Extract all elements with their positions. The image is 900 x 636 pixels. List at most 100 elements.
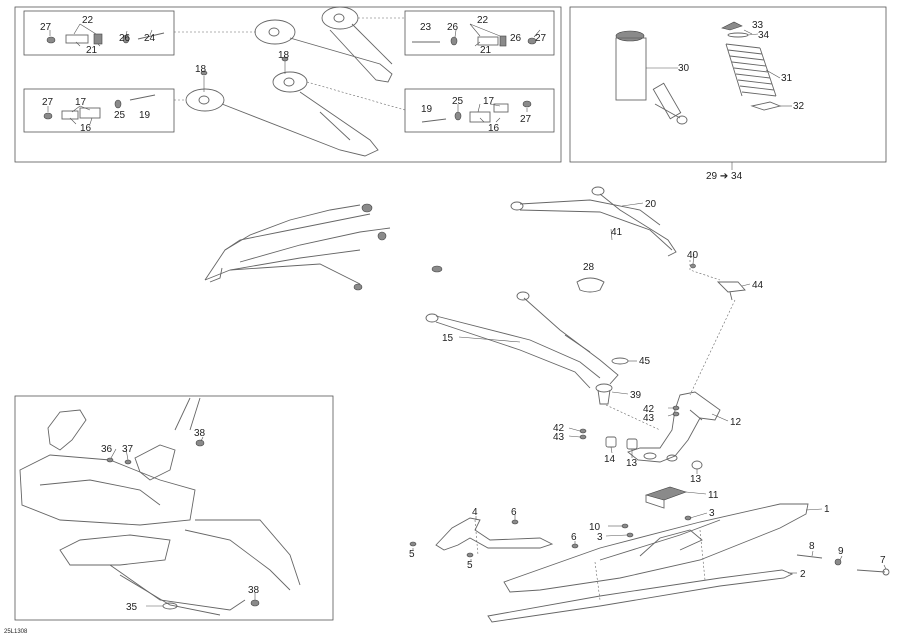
upper-a-arm: [510, 186, 677, 257]
callout-c7: 7: [880, 555, 886, 566]
callout-c10: 10: [589, 522, 601, 533]
callout-c31: 31: [781, 73, 793, 84]
callout-c12: 12: [730, 417, 742, 428]
diagram-code: 25L1308: [4, 629, 28, 635]
callout-c1: 1: [824, 504, 830, 515]
callouts: 22 27 26 24 21 23 26 22 26 27 21 18 18 2…: [4, 15, 886, 635]
callout-c34: 34: [758, 30, 770, 41]
callout-c3a: 3: [597, 532, 603, 543]
callout-c3b: 3: [709, 508, 715, 519]
callout-c11: 11: [708, 490, 719, 501]
callout-c26c: 26: [510, 33, 522, 44]
callout-c16b: 16: [488, 123, 500, 134]
callout-c17b: 17: [483, 96, 495, 107]
lower-a-arm: [425, 291, 619, 389]
callout-c35: 35: [126, 602, 138, 613]
item-40: [690, 263, 696, 269]
hardware-set-4: [421, 100, 532, 123]
bushing-14: [605, 436, 617, 448]
callout-c20: 20: [645, 199, 657, 210]
callout-c38a: 38: [194, 428, 206, 439]
bushing-13a: [626, 438, 638, 450]
ski-runner-2: [487, 569, 794, 623]
callout-c37: 37: [122, 444, 134, 455]
callout-c39: 39: [630, 390, 642, 401]
hardware-set-1: [46, 32, 165, 45]
frame-assembly-view: [14, 395, 334, 621]
callout-c27d: 27: [520, 114, 532, 125]
frame-shock: [569, 6, 887, 163]
bushing-13b: [691, 460, 703, 470]
callout-c8: 8: [809, 541, 815, 552]
callout-c21b: 21: [480, 45, 492, 56]
ski-pad-11: [644, 486, 687, 509]
callout-c21a: 21: [86, 45, 98, 56]
ring-45: [611, 357, 629, 365]
inset-box-2: [404, 10, 555, 56]
item-43a: [579, 434, 587, 440]
callout-c26b: 26: [447, 22, 459, 33]
callout-c40: 40: [687, 250, 699, 261]
callout-c4: 4: [472, 507, 478, 518]
spindle-dash: [689, 299, 736, 396]
item-6a: [511, 519, 519, 525]
callout-c43a: 43: [553, 432, 565, 443]
callout-c22b: 22: [477, 15, 489, 26]
callout-c17a: 17: [75, 97, 87, 108]
callout-c13b: 13: [690, 474, 702, 485]
callout-c42a: 42: [553, 423, 565, 434]
callout-c32: 32: [793, 101, 805, 112]
callout-c28: 28: [583, 262, 595, 273]
callout-c5b: 5: [467, 560, 473, 571]
item-9: [834, 558, 842, 566]
callout-c19b: 19: [421, 104, 433, 115]
upper-a-arm-sketch: [174, 6, 405, 83]
spindle: [627, 391, 721, 463]
callout-c42b: 42: [643, 404, 655, 415]
callout-c5a: 5: [409, 549, 415, 560]
callout-c44: 44: [752, 280, 764, 291]
bolt-7: [856, 569, 886, 573]
item-43b: [672, 411, 680, 417]
callout-c16a: 16: [80, 123, 92, 134]
item-10: [621, 523, 629, 529]
callout-c9: 9: [838, 546, 844, 557]
inset-box-3: [23, 88, 175, 133]
callout-c19a: 19: [139, 110, 151, 121]
callout-c18a: 18: [195, 64, 207, 75]
callout-c25b: 25: [452, 96, 464, 107]
hardware-set-2: [412, 35, 537, 47]
assembly-sketch: [19, 397, 301, 616]
callout-c27b: 27: [535, 33, 547, 44]
leader-lines: [47, 23, 887, 607]
upper-arm-dash: [689, 260, 721, 281]
ball-joint-dash: [605, 404, 661, 431]
callout-c6: 6: [511, 507, 517, 518]
bracket-dash: [474, 519, 479, 556]
inset-box-1: [23, 10, 175, 56]
callout-c18b: 18: [278, 50, 290, 61]
item-5a: [409, 541, 417, 547]
coil-spring: [721, 21, 782, 111]
ski-bracket-4: [435, 517, 554, 551]
hardware-set-3: [43, 94, 156, 120]
callout-c38b: 38: [248, 585, 260, 596]
callout-c22a: 22: [82, 15, 94, 26]
chassis-sketch: [204, 203, 443, 291]
callout-c41: 41: [611, 227, 623, 238]
item-42a: [579, 428, 587, 434]
callout-c15: 15: [442, 333, 454, 344]
inset-box-4: [404, 88, 555, 133]
callout-c36: 36: [101, 444, 113, 455]
callout-c2: 2: [800, 569, 806, 580]
bolt-8: [796, 554, 823, 559]
callout-c25a: 25: [114, 110, 126, 121]
kit-label: 29 ➔ 34: [706, 171, 743, 182]
callout-c45: 45: [639, 356, 651, 367]
callout-c43b: 43: [643, 413, 655, 424]
item-3a: [626, 532, 634, 538]
lower-a-arm-sketch: [174, 56, 406, 157]
callout-c27a: 27: [40, 22, 52, 33]
